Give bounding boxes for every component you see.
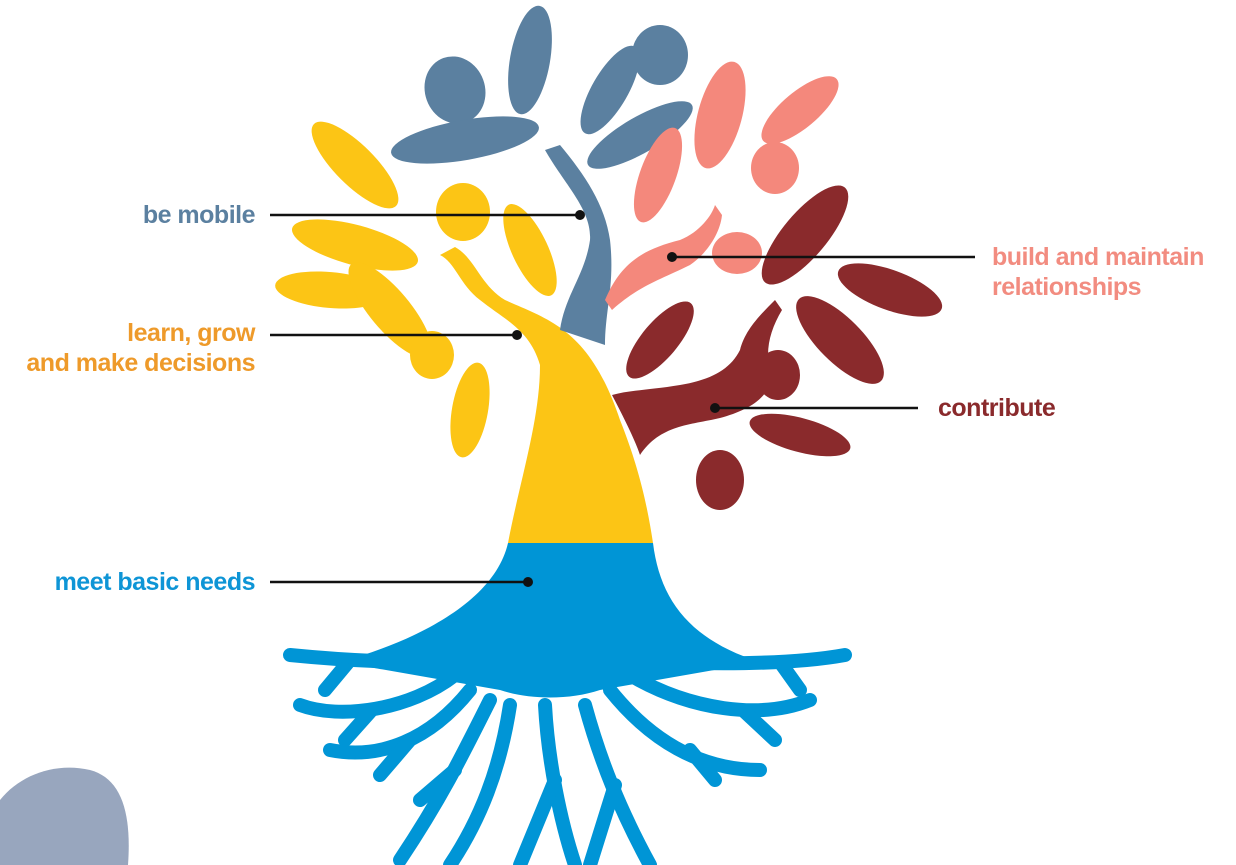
label-meet-basic-needs: meet basic needs bbox=[54, 568, 256, 596]
label-build-maintain: build and maintain relationships bbox=[992, 242, 1204, 302]
dot-meet-basic-needs bbox=[523, 577, 533, 587]
label-learn-line1: learn, grow bbox=[127, 319, 255, 347]
leader-lines bbox=[270, 213, 975, 584]
dot-learn bbox=[512, 330, 522, 340]
label-be-mobile: be mobile bbox=[142, 201, 256, 229]
branch-slate bbox=[545, 145, 612, 345]
branch-maroon bbox=[612, 300, 782, 455]
trunk-yellow-section bbox=[440, 247, 653, 543]
maroon-leaves bbox=[626, 185, 943, 510]
label-build-line2: relationships bbox=[992, 273, 1142, 301]
branch-salmon bbox=[605, 205, 722, 310]
corner-blob bbox=[0, 767, 129, 865]
dot-contribute bbox=[710, 403, 720, 413]
label-learn-grow: learn, grow and make decisions bbox=[0, 318, 255, 378]
salmon-leaves bbox=[633, 61, 839, 274]
leader-dots bbox=[512, 210, 720, 587]
label-contribute: contribute bbox=[938, 394, 1056, 422]
label-learn-line2: and make decisions bbox=[26, 349, 255, 377]
dot-be-mobile bbox=[575, 210, 585, 220]
label-build-line1: build and maintain bbox=[992, 243, 1204, 271]
dot-build bbox=[667, 252, 677, 262]
trunk-roots-section bbox=[340, 543, 760, 698]
slate-leaves bbox=[391, 5, 693, 169]
